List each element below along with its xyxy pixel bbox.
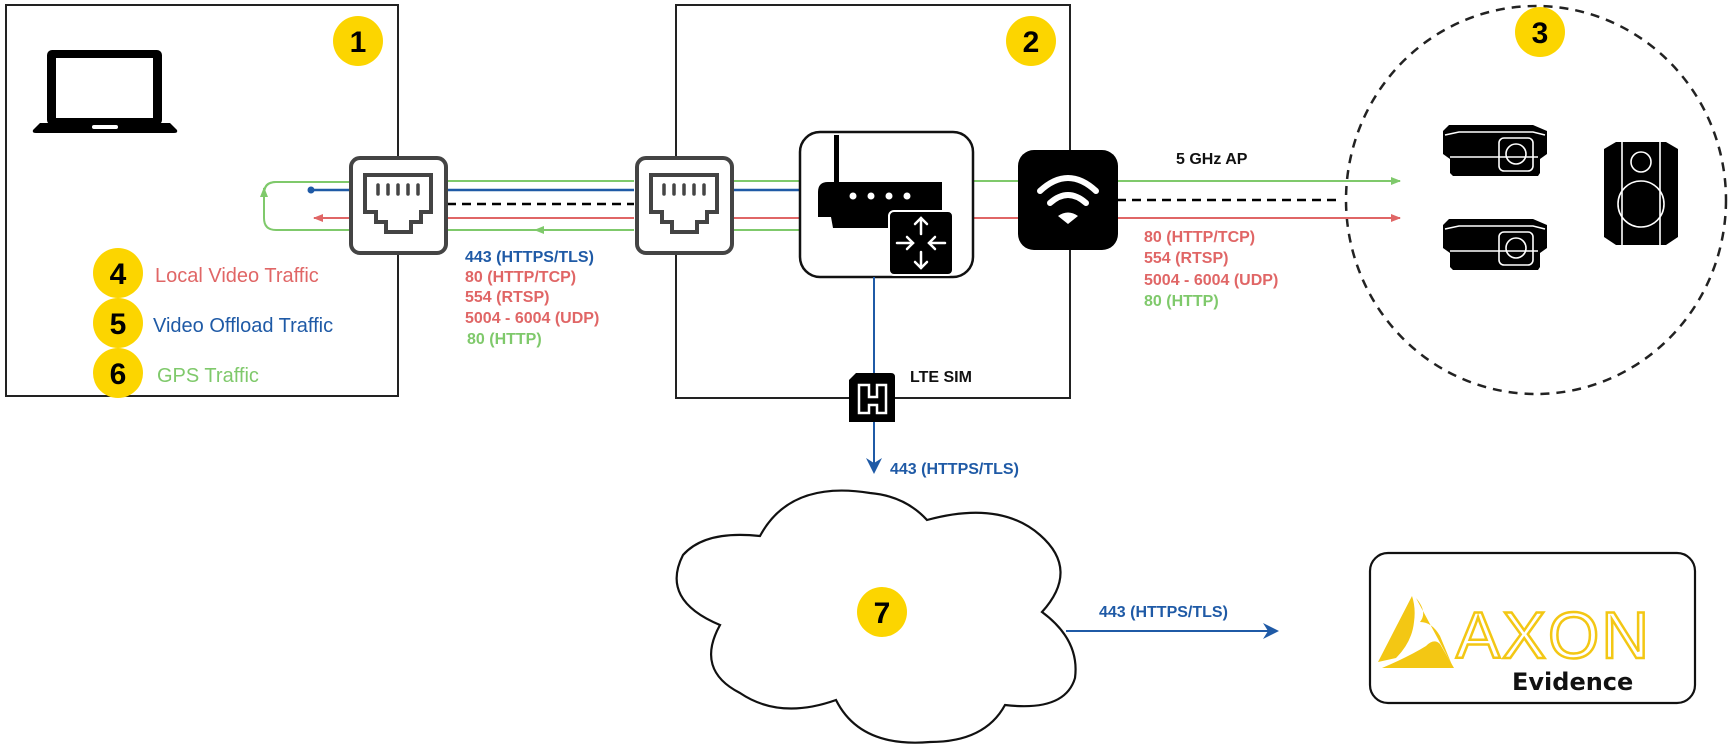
axon-product-text: Evidence [1512,668,1633,696]
svg-text:6: 6 [110,358,127,391]
sim-card-icon [849,373,895,422]
port-label: 554 (RTSP) [1144,250,1228,267]
ethernet-port-right-icon [635,156,734,255]
port-label: 554 (RTSP) [465,289,549,306]
port-label: 5004 - 6004 (UDP) [465,310,599,327]
svg-text:2: 2 [1023,26,1040,59]
legend-item-gps: 6 GPS Traffic [93,348,259,398]
zone-3-camera-range [1344,4,1728,396]
local-loop-lines [260,181,352,231]
svg-text:4: 4 [110,258,127,291]
badge-3: 3 [1515,7,1565,57]
port-label: 80 (HTTP) [467,331,542,348]
ethernet-port-left-icon [349,156,448,255]
port-label: 5004 - 6004 (UDP) [1144,272,1278,289]
wifi-ports-list: 80 (HTTP/TCP) 554 (RTSP) 5004 - 6004 (UD… [1144,229,1278,310]
dash-camera-icon [1443,125,1547,176]
port-label: 80 (HTTP/TCP) [1144,229,1255,246]
svg-text:Local Video Traffic: Local Video Traffic [155,265,319,287]
wifi-ap-icon [1018,150,1118,250]
wireless-link-lines [1117,177,1401,222]
axon-logo-icon [1378,596,1454,668]
port-label: 80 (HTTP/TCP) [465,269,576,286]
wifi-ap-label: 5 GHz AP [1176,151,1248,168]
port-label: 80 (HTTP) [1144,293,1219,310]
svg-text:3: 3 [1532,17,1549,50]
svg-text:5: 5 [110,308,127,341]
ap-link-lines [973,180,1020,219]
ethernet-link-lines [447,180,634,234]
axon-brand-text: AXON [1456,598,1651,672]
dash-camera-icon [1443,219,1547,270]
badge-2: 2 [1006,16,1056,66]
axon-evidence-box: AXON Evidence [1368,551,1697,705]
legend-item-video-offload: 5 Video Offload Traffic [93,298,333,348]
switch-arrows-icon [888,210,954,276]
lte-sim-label: LTE SIM [910,369,972,386]
svg-text:7: 7 [874,597,891,630]
svg-text:GPS Traffic: GPS Traffic [157,365,259,387]
lte-port-label: 443 (HTTPS/TLS) [890,461,1019,478]
cloud-port-label: 443 (HTTPS/TLS) [1099,604,1228,621]
badge-1: 1 [333,16,383,66]
body-camera-icon [1604,142,1678,245]
port-label: 443 (HTTPS/TLS) [465,249,594,266]
svg-text:Video Offload Traffic: Video Offload Traffic [153,315,333,337]
badge-7: 7 [857,587,907,637]
legend-item-local-video: 4 Local Video Traffic [93,248,319,298]
svg-text:1: 1 [350,26,367,59]
legend: 4 Local Video Traffic 5 Video Offload Tr… [93,248,333,398]
laptop-icon [32,50,178,133]
router-link-lines [732,180,800,231]
ethernet-ports-list: 443 (HTTPS/TLS) 80 (HTTP/TCP) 554 (RTSP)… [465,249,599,348]
